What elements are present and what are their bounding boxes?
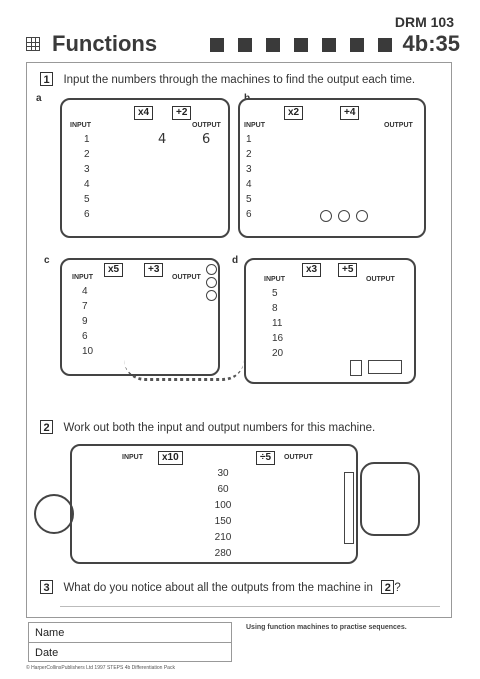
machine-b-op2: +4 [340,106,360,120]
date-field[interactable]: Date [29,643,231,663]
lever-assembly [34,494,74,534]
machine-c-letter: c [44,255,50,266]
machine-c-input-label: INPUT [72,274,93,281]
page-title: Functions [52,31,158,56]
machine-b-output-label: OUTPUT [384,122,413,129]
machine-q2-values: 30 60 100 150 210 280 [214,468,232,559]
machine-q2: INPUT x10 ÷5 OUTPUT 30 60 100 150 210 28… [70,444,358,564]
copyright-line: © HarperCollinsPublishers Ltd 1997 STEPS… [26,665,175,671]
answer-line [60,606,440,607]
question-number: 3 [40,580,53,594]
question-number: 2 [40,420,53,434]
machine-c: x5 +3 INPUT OUTPUT 4 7 9 6 10 [60,258,220,376]
question-3: 3 What do you notice about all the outpu… [40,578,401,596]
machine-c-inputs: 4 7 9 6 10 [82,286,94,357]
machine-d-letter: d [232,255,239,266]
machine-c-op1: x5 [104,263,124,277]
question-number: 1 [40,72,53,86]
output-slot [344,472,354,544]
page-header: Functions 4b:35 [20,31,460,58]
machine-a-output-label: OUTPUT [192,122,221,129]
machine-d-output-label: OUTPUT [366,276,395,283]
machine-d-input-label: INPUT [264,276,285,283]
machine-q2-output-label: OUTPUT [284,454,313,461]
pipe-assembly [360,462,420,536]
machine-b-op1: x2 [284,106,304,120]
machine-d-inputs: 5 8 11 16 20 [272,288,284,359]
grid-icon [26,37,40,51]
machine-a-op2: +2 [172,106,192,120]
vent-panel [368,360,402,374]
machine-a-letter: a [36,93,42,104]
machine-q2-input-label: INPUT [122,454,143,461]
name-date-box: Name Date [28,622,232,662]
worksheet-frame [26,62,452,618]
level-label: 4b:35 [402,31,460,56]
machine-d-op1: x3 [302,263,322,277]
footer-caption: Using function machines to practise sequ… [246,624,407,631]
machine-c-op2: +3 [144,263,164,277]
coiled-hose [124,360,244,381]
example-input: 4 [158,132,167,147]
name-field[interactable]: Name [29,623,231,643]
machine-a: x4 +2 INPUT OUTPUT 1 2 3 4 5 6 4 6 [60,98,230,238]
date-label: Date [35,647,59,659]
machine-d: x3 +5 INPUT OUTPUT 5 8 11 16 20 [244,258,416,384]
machine-q2-op1: x10 [158,451,183,465]
sheet-code: DRM 103 [394,14,454,30]
switch-panel [350,360,362,376]
machine-b: x2 +4 INPUT OUTPUT 1 2 3 4 5 6 [238,98,426,238]
header-squares [210,38,392,52]
example-output: 6 [202,132,211,147]
machine-c-output-label: OUTPUT [172,274,201,281]
name-label: Name [35,627,65,639]
question-ref: 2 [381,580,395,594]
machine-a-inputs: 1 2 3 4 5 6 [84,134,90,220]
machine-q2-op2: ÷5 [256,451,276,465]
dial-panel [320,210,368,222]
coil-knobs [206,264,217,301]
question-1: 1 Input the numbers through the machines… [40,70,415,88]
question-2: 2 Work out both the input and output num… [40,418,375,436]
question-text: Work out both the input and output numbe… [63,422,376,434]
machine-b-inputs: 1 2 3 4 5 6 [246,134,252,220]
machine-a-op1: x4 [134,106,154,120]
machine-a-input-label: INPUT [70,122,91,129]
question-text: What do you notice about all the outputs… [63,582,373,594]
machine-b-input-label: INPUT [244,122,265,129]
question-text: Input the numbers through the machines t… [63,74,416,86]
machine-d-op2: +5 [338,263,358,277]
